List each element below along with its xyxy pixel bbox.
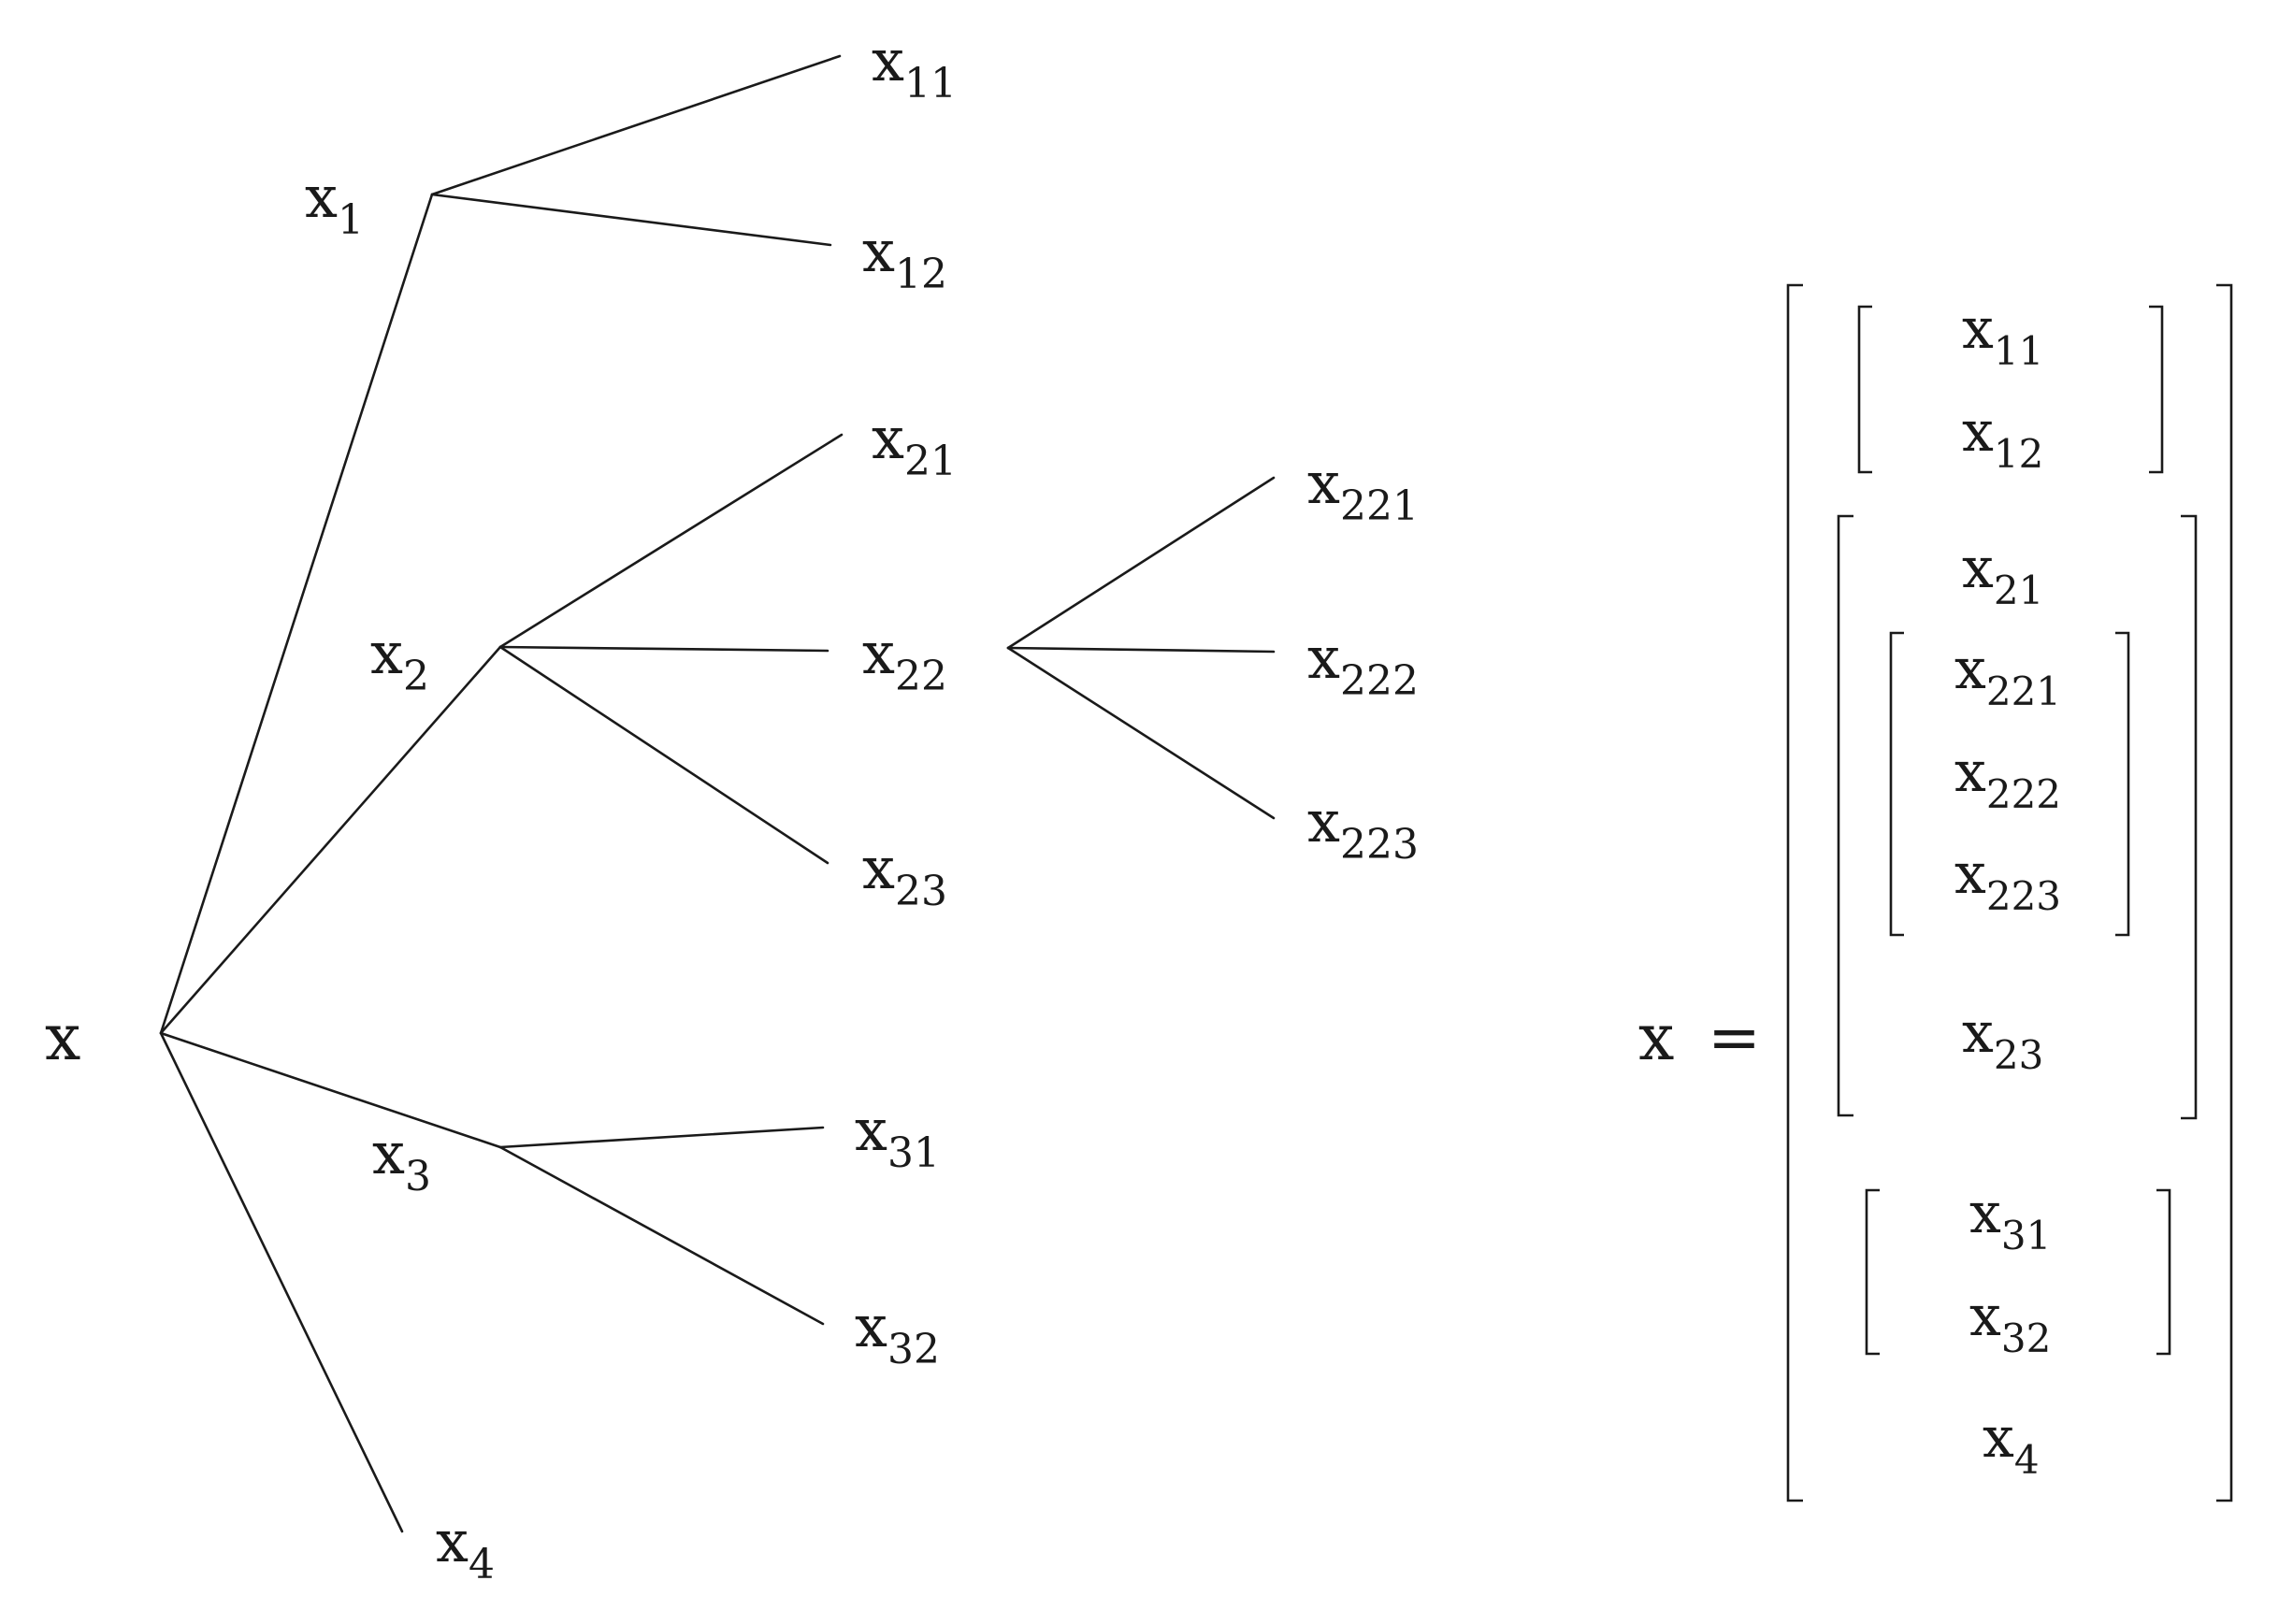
node-label-x21: x21 xyxy=(872,404,957,485)
block1-left-bracket xyxy=(1857,305,1872,474)
node-label-x: x xyxy=(45,1001,80,1075)
outer-left-bracket xyxy=(1786,283,1803,1502)
edge-x22-x223 xyxy=(1006,646,1276,820)
block3-right-bracket xyxy=(2156,1188,2171,1356)
vector-entry-x221: x221 xyxy=(1954,637,2061,714)
vector-entry-x222: x222 xyxy=(1954,740,2061,817)
vector-entry-x31: x31 xyxy=(1969,1181,2051,1258)
edge-x-x3 xyxy=(159,1031,502,1149)
edge-x2-x22 xyxy=(498,645,829,653)
vector-entry-x32: x32 xyxy=(1969,1284,2051,1361)
edge-x2-x23 xyxy=(498,645,829,865)
node-label-x1: x1 xyxy=(305,163,364,244)
block2-right-bracket xyxy=(2181,514,2198,1120)
node-label-x223: x223 xyxy=(1307,787,1419,869)
vector-entry-x23: x23 xyxy=(1962,1000,2043,1078)
node-label-x2: x2 xyxy=(370,619,429,700)
equation-lhs: x xyxy=(1638,1001,1674,1075)
tree-edges xyxy=(159,54,1276,1533)
block1-right-bracket xyxy=(2149,305,2164,474)
tree-labels: x x1 x2 x3 x4 x11 x12 x21 x22 x23 x31 xyxy=(45,26,1419,1588)
equals-sign: = xyxy=(1708,1001,1761,1075)
block22-left-bracket xyxy=(1889,631,1904,937)
node-label-x3: x3 xyxy=(372,1119,431,1200)
edge-x2-x21 xyxy=(498,433,844,649)
node-label-x32: x32 xyxy=(855,1292,940,1373)
edge-x1-x12 xyxy=(430,193,832,247)
edge-x3-x31 xyxy=(498,1126,825,1149)
node-label-x11: x11 xyxy=(872,26,957,108)
edge-x-x2 xyxy=(159,645,502,1035)
vector-entry-x12: x12 xyxy=(1962,399,2043,477)
edge-x3-x32 xyxy=(498,1145,825,1326)
vector-entry-x223: x223 xyxy=(1954,841,2061,919)
outer-right-bracket xyxy=(2216,283,2233,1502)
brackets xyxy=(1786,283,2233,1502)
block2-left-bracket xyxy=(1837,514,1853,1117)
vector-entry-x11: x11 xyxy=(1962,296,2043,374)
vector-entry-x21: x21 xyxy=(1962,536,2043,613)
node-label-x221: x221 xyxy=(1307,449,1419,530)
block22-right-bracket xyxy=(2115,631,2130,937)
edge-x22-x221 xyxy=(1006,476,1276,650)
node-label-x31: x31 xyxy=(855,1096,940,1177)
edge-x-x4 xyxy=(159,1031,404,1533)
node-label-x4: x4 xyxy=(436,1507,495,1588)
vector-entry-x4: x4 xyxy=(1983,1405,2040,1483)
nested-vector-equation: x = x11 x12 x21 x221 xyxy=(1638,283,2233,1502)
edge-x-x1 xyxy=(159,193,434,1035)
edge-x1-x11 xyxy=(430,54,842,196)
edge-x22-x222 xyxy=(1006,646,1276,654)
node-label-x23: x23 xyxy=(862,834,947,915)
node-label-x222: x222 xyxy=(1307,624,1419,705)
node-label-x12: x12 xyxy=(862,217,947,298)
block3-left-bracket xyxy=(1865,1188,1880,1356)
node-label-x22: x22 xyxy=(862,619,947,700)
